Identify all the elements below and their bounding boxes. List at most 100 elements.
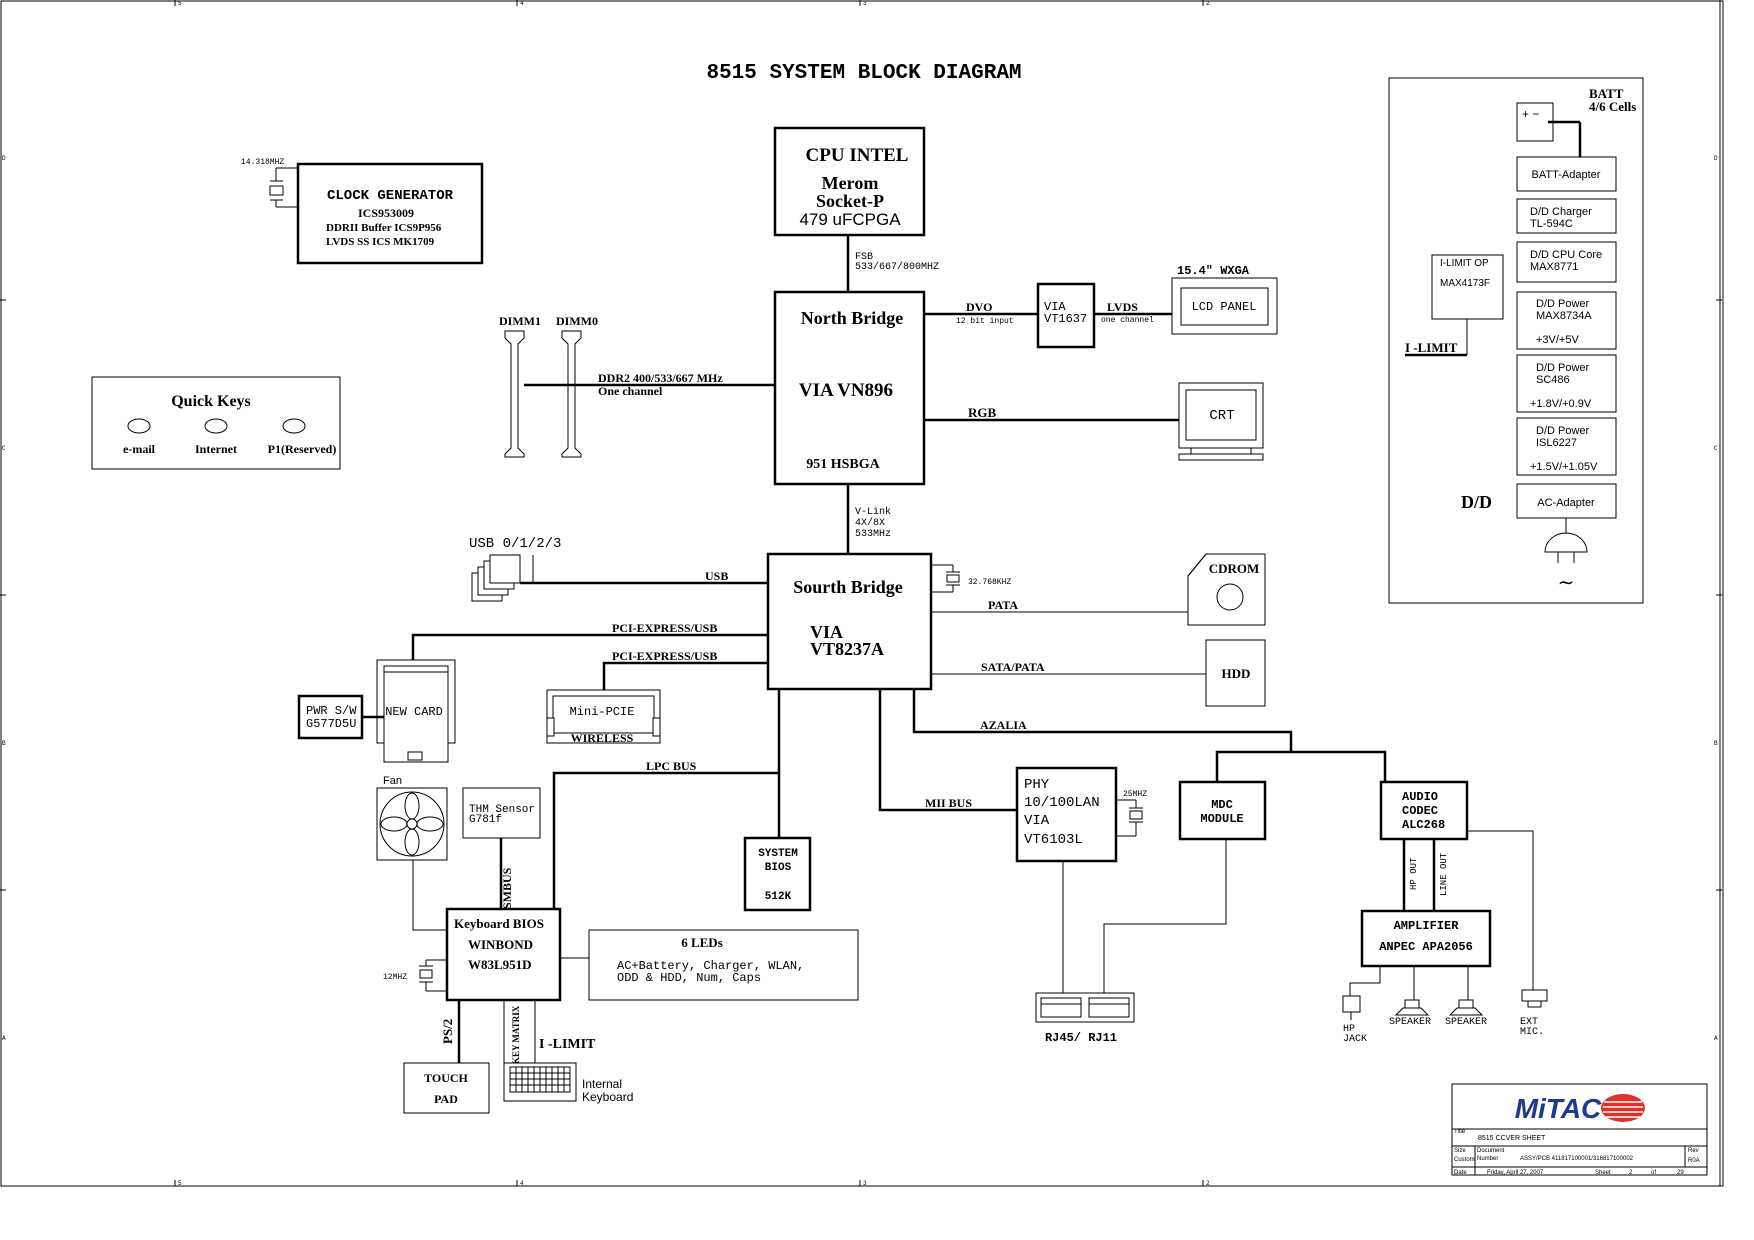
zone-col-3-bottom: 3 (863, 1180, 867, 1187)
p2-line3: +1.8V/+0.9V (1530, 398, 1592, 410)
mini-pcie-slot: Mini-PCIE WIRELESS (546, 689, 661, 745)
dvo-label: DVO (966, 300, 992, 314)
pcie1-label: PCI-EXPRESS/USB (612, 621, 717, 635)
lpc-label: LPC BUS (646, 759, 697, 773)
ac-adapter-label: AC-Adapter (1537, 497, 1595, 509)
hdd-label: HDD (1222, 666, 1251, 681)
dimm1-slot[interactable] (504, 330, 525, 458)
email-key-icon[interactable] (127, 418, 151, 434)
cdrom-drive: CDROM (1187, 553, 1266, 626)
extmic-line1: EXT (1520, 1017, 1538, 1028)
codec-line3: ALC268 (1402, 818, 1445, 832)
ddr2-channel: One channel (598, 384, 663, 398)
zone-row-d-right: D (1714, 155, 1718, 162)
mii-label: MII BUS (925, 796, 972, 810)
dimm0-slot[interactable] (561, 330, 582, 458)
lvds-sub: one channel (1101, 316, 1154, 325)
title-val: 8515 CCVER SHEET (1478, 1135, 1546, 1142)
rgb-label: RGB (968, 405, 997, 420)
charger-line2: TL-594C (1530, 218, 1573, 230)
hpjack-line2: JACK (1343, 1034, 1367, 1045)
zone-ticks (0, 0, 1722, 1186)
mdc-line1: MDC (1211, 798, 1233, 812)
sb-line3: VT8237A (810, 639, 884, 659)
cpucore-line2: MAX8771 (1530, 261, 1578, 273)
zone-col-5-bottom: 5 (178, 1180, 182, 1187)
charger-line1: D/D Charger (1530, 206, 1592, 218)
intkb-line1: Internal (582, 1077, 622, 1091)
battery-icon (1516, 102, 1554, 142)
amp-line1: AMPLIFIER (1394, 919, 1460, 933)
p2-line2: SC486 (1536, 374, 1570, 386)
nb-line2: VIA VN896 (799, 380, 893, 401)
dimm-slots: DIMM1 DIMM0 (499, 314, 598, 458)
date-val: Friday, April 27, 2007 (1487, 1170, 1544, 1176)
p3-line1: D/D Power (1536, 425, 1590, 437)
title-block: MiTAC Title 8515 CCVER SHEET Size Custom… (1451, 1083, 1708, 1176)
nb-line1: North Bridge (801, 308, 904, 328)
crt-monitor: CRT (1178, 382, 1264, 461)
thm-sensor: THM Sensor G781f (462, 787, 541, 839)
zone-col-5: 5 (178, 0, 182, 7)
speaker-right-icon: SPEAKER (1445, 999, 1487, 1028)
clock-line1: ICS953009 (358, 206, 414, 220)
lvds-label: LVDS (1107, 300, 1138, 314)
minipcie-line1: Mini-PCIE (570, 705, 635, 719)
new-card-label: NEW CARD (385, 705, 443, 719)
quick-keys-title: Quick Keys (171, 393, 251, 410)
clock-title: CLOCK GENERATOR (327, 188, 454, 204)
fan-label: Fan (383, 775, 402, 787)
ac-plug-icon: ∼ (1544, 518, 1588, 594)
p1-line2: MAX8734A (1536, 310, 1592, 322)
phy-line4: VT6103L (1024, 832, 1083, 848)
dimm0-label: DIMM0 (556, 314, 598, 328)
ddr2-label: DDR2 400/533/667 MHz (598, 371, 723, 385)
amplifier: AMPLIFIER ANPEC APA2056 (1360, 909, 1492, 968)
system-bios: SYSTEM BIOS 512K (743, 836, 812, 912)
hp-jack-icon: HP JACK (1342, 995, 1367, 1045)
of-lbl: of (1651, 1170, 1656, 1176)
p3-line3: +1.5V/+1.05V (1530, 461, 1598, 473)
title-lbl: Title (1454, 1129, 1466, 1135)
clock-generator: 14.318MHZ CLOCK GENERATOR ICS953009 DDRI… (241, 158, 484, 265)
ps2-label: PS/2 (440, 1019, 455, 1044)
zone-row-c-right: C (1714, 445, 1718, 452)
kbc-line2: WINBOND (468, 937, 533, 952)
zone-col-2: 2 (1206, 0, 1210, 7)
kbc-crystal: 12MHZ (383, 959, 447, 992)
clock-line3: LVDS SS ICS MK1709 (326, 236, 435, 248)
keyboard-bios: Keyboard BIOS WINBOND W83L951D (445, 907, 562, 1002)
pcie2-label: PCI-EXPRESS/USB (612, 649, 717, 663)
phy-crystal: 25MHZ (1116, 790, 1147, 837)
usb-connector-icon (471, 554, 534, 602)
phy-line1: PHY (1024, 777, 1050, 793)
mdc-module: MDC MODULE (1178, 780, 1267, 841)
zone-row-b: B (2, 740, 6, 747)
p2-line1: D/D Power (1536, 362, 1590, 374)
hp-out-label: HP OUT (1409, 857, 1419, 890)
dd-label: D/D (1461, 492, 1492, 512)
zone-row-c: C (2, 445, 6, 452)
company-logo: MiTAC (1515, 1093, 1602, 1124)
rev-val: R0A (1688, 1158, 1700, 1164)
zone-col-3: 3 (863, 0, 867, 7)
zone-row-a-right: A (1714, 1035, 1718, 1042)
p3-line2: ISL6227 (1536, 437, 1577, 449)
amp-line2: ANPEC APA2056 (1379, 940, 1473, 954)
clock-crystal-label: 14.318MHZ (241, 158, 284, 167)
audio-codec: AUDIO CODEC ALC268 (1379, 780, 1469, 841)
leds-title: 6 LEDs (681, 935, 723, 950)
dimm1-label: DIMM1 (499, 314, 541, 328)
mdc-line2: MODULE (1200, 812, 1243, 826)
internet-key-icon[interactable] (204, 418, 228, 434)
p1-key-icon[interactable] (282, 418, 306, 434)
p1-line3: +3V/+5V (1536, 334, 1579, 346)
zone-row-b-right: B (1714, 740, 1718, 747)
line-out-label: LINE OUT (1439, 852, 1449, 896)
new-card-slot: NEW CARD (376, 659, 456, 763)
lcd-caption: 15.4" WXGA (1177, 264, 1250, 278)
pwr-switch: PWR S/W G577D5U (297, 694, 364, 740)
vlink-line1: V-Link (855, 506, 891, 518)
batt-cells: 4/6 Cells (1589, 99, 1636, 114)
